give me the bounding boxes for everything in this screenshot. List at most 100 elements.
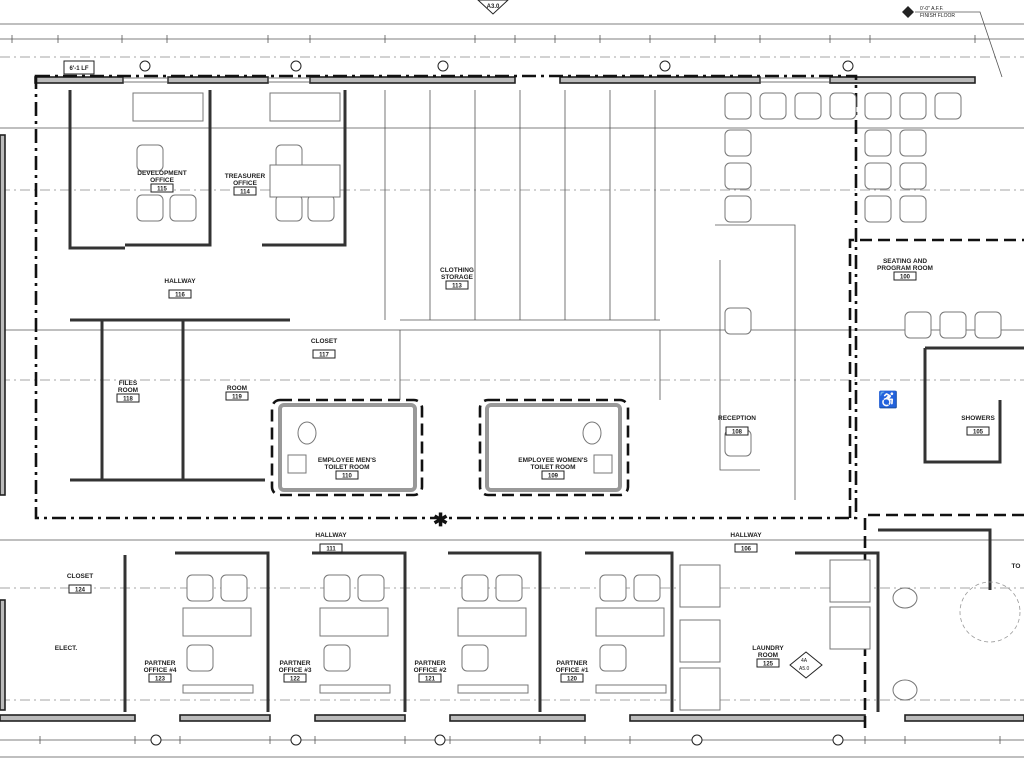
room-label: ELECT. (55, 645, 78, 652)
room-name: EMPLOYEE MEN'S (318, 457, 377, 464)
column-marker (832, 734, 844, 746)
room-name: DEVELOPMENT (137, 170, 187, 177)
room-name: PARTNER (557, 660, 588, 667)
chair (904, 311, 932, 339)
room-name-line2: OFFICE (150, 177, 174, 184)
svg-text:✱: ✱ (433, 510, 448, 530)
room-name: CLOSET (67, 573, 93, 580)
room-name: ELECT. (55, 645, 78, 652)
room-name: PARTNER (415, 660, 446, 667)
chair (864, 162, 892, 190)
room-number: 123 (155, 677, 166, 683)
room-number: 121 (425, 677, 436, 683)
chair (724, 195, 752, 223)
room-name: CLOTHING (440, 267, 474, 274)
room-number: 100 (900, 275, 911, 281)
room-number: 114 (240, 190, 250, 196)
room-number-tag (418, 673, 442, 683)
room-name-line2: TOILET ROOM (324, 464, 369, 471)
room-number-tag (283, 673, 307, 683)
room-name: HALLWAY (315, 532, 347, 539)
datum-star: ✱ (433, 510, 448, 530)
room-number-tag (225, 391, 249, 401)
room-name: TO (1012, 563, 1021, 570)
desk (829, 559, 871, 603)
room-name: RECEPTION (718, 415, 756, 422)
room-number: 122 (290, 677, 301, 683)
room-number: 108 (732, 430, 743, 436)
desk (457, 684, 529, 694)
chair (794, 92, 822, 120)
chair (864, 92, 892, 120)
room-number-tag (116, 393, 140, 403)
room-number: 113 (452, 284, 462, 290)
room-number: 109 (548, 474, 559, 480)
chair (864, 195, 892, 223)
room-number: 106 (741, 547, 752, 553)
chair (323, 574, 351, 602)
chair (186, 644, 214, 672)
desk (182, 607, 252, 637)
room-number-tag (725, 426, 749, 436)
dimension-lines (0, 23, 1024, 758)
room-name: PARTNER (145, 660, 176, 667)
chair (934, 92, 962, 120)
room-number-tag (966, 426, 990, 436)
chair (633, 574, 661, 602)
room-name: CLOSET (311, 338, 337, 345)
chair (599, 574, 627, 602)
chair (323, 644, 351, 672)
room-number-tag (541, 470, 565, 480)
room-number-tag (233, 186, 257, 196)
room-number-tag (312, 349, 336, 359)
room-number-tag (893, 271, 917, 281)
room-label: HALLWAY 106 (730, 532, 762, 553)
interior-walls (68, 90, 1024, 712)
room-number-tag (734, 543, 758, 553)
desk (182, 684, 254, 694)
floor-note: 0'-0" A.F.F. (920, 6, 944, 12)
room-number: 116 (175, 293, 185, 299)
desk (457, 607, 527, 637)
column-marker (437, 60, 449, 72)
svg-text:♿: ♿ (878, 390, 898, 409)
room-number-tag (756, 658, 780, 668)
chair (495, 574, 523, 602)
elevation-mark: 4A A5.0 (789, 651, 823, 679)
desk (829, 606, 871, 650)
chair (357, 574, 385, 602)
room-name-line2: ROOM (758, 652, 778, 659)
section-mark-text: A3.0 (487, 4, 500, 10)
desk (132, 92, 204, 122)
chair (974, 311, 1002, 339)
desk (679, 619, 721, 663)
desk (595, 684, 667, 694)
chair (899, 92, 927, 120)
chair (724, 129, 752, 157)
room-number-tag (168, 289, 192, 299)
seating-boundary (848, 238, 1024, 518)
room-name: HALLWAY (730, 532, 762, 539)
room-name: LAUNDRY (752, 645, 784, 652)
grid-lines (0, 56, 1024, 701)
room-number: 105 (973, 430, 984, 436)
desk (679, 667, 721, 711)
room-number-tag (445, 280, 469, 290)
room-name-line2: ROOM (118, 387, 138, 394)
room-number-tag (560, 673, 584, 683)
desk (679, 564, 721, 608)
room-number: 115 (157, 187, 167, 193)
room-name: TREASURER (225, 173, 266, 180)
room-number: 118 (123, 397, 133, 403)
chair (186, 574, 214, 602)
